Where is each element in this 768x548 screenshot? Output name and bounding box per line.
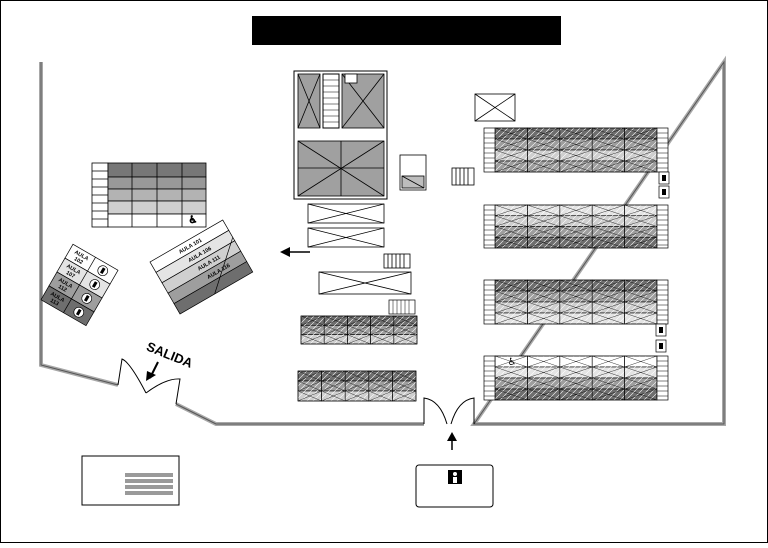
stairs-icon <box>383 253 411 269</box>
stairs-icon <box>483 355 496 401</box>
main-entrance-doors <box>423 397 475 425</box>
room-number: 113 <box>49 298 60 308</box>
wheelchair-icon: ♿ <box>189 215 198 226</box>
restroom-icon <box>97 265 109 277</box>
stairs-icon <box>388 299 416 315</box>
title-bar <box>252 16 561 45</box>
room-number: 112 <box>57 284 68 294</box>
stairs-icon <box>656 127 669 173</box>
left-classroom-block: ♿ <box>91 162 207 228</box>
center-bottom-rows <box>297 299 418 402</box>
legend-box <box>81 455 180 506</box>
room-number: 102 <box>73 256 84 266</box>
direction-arrow-icon <box>146 361 159 381</box>
small-room-top-right <box>474 93 516 122</box>
classroom-row <box>483 127 669 173</box>
restroom-icon <box>453 472 457 476</box>
elevator-icon <box>655 323 667 337</box>
room-grid <box>297 73 385 197</box>
restroom-icon <box>73 306 85 318</box>
right-classroom-rows: ♿ <box>483 127 670 401</box>
stairs-icon <box>483 204 496 249</box>
direction-arrow-icon <box>280 247 310 257</box>
stairs-icon <box>451 167 475 186</box>
elevator-icon <box>344 73 358 84</box>
center-top-block <box>293 70 388 200</box>
stairs-icon <box>656 279 669 325</box>
restroom-icon <box>81 293 93 304</box>
stairs-icon <box>656 204 669 249</box>
elevator-icon <box>658 185 670 199</box>
restroom-sign <box>415 464 494 508</box>
classroom-row <box>297 370 417 402</box>
classroom-row <box>483 355 669 401</box>
classroom-row <box>483 279 669 325</box>
stairs-icon <box>483 127 496 173</box>
center-rooms <box>307 154 427 295</box>
restroom-icon <box>89 279 101 290</box>
stairs-icon <box>656 355 669 401</box>
elevator-icon <box>658 171 670 185</box>
stairs-icon <box>322 73 340 129</box>
classroom-row <box>300 315 418 345</box>
stairs-icon <box>483 279 496 325</box>
wheelchair-icon: ♿ <box>508 357 517 368</box>
classroom-row <box>483 204 669 249</box>
exit-doors-left <box>117 358 181 405</box>
room-number: 107 <box>65 270 76 280</box>
elevator-icon <box>655 339 667 353</box>
direction-arrow-icon <box>447 432 457 450</box>
